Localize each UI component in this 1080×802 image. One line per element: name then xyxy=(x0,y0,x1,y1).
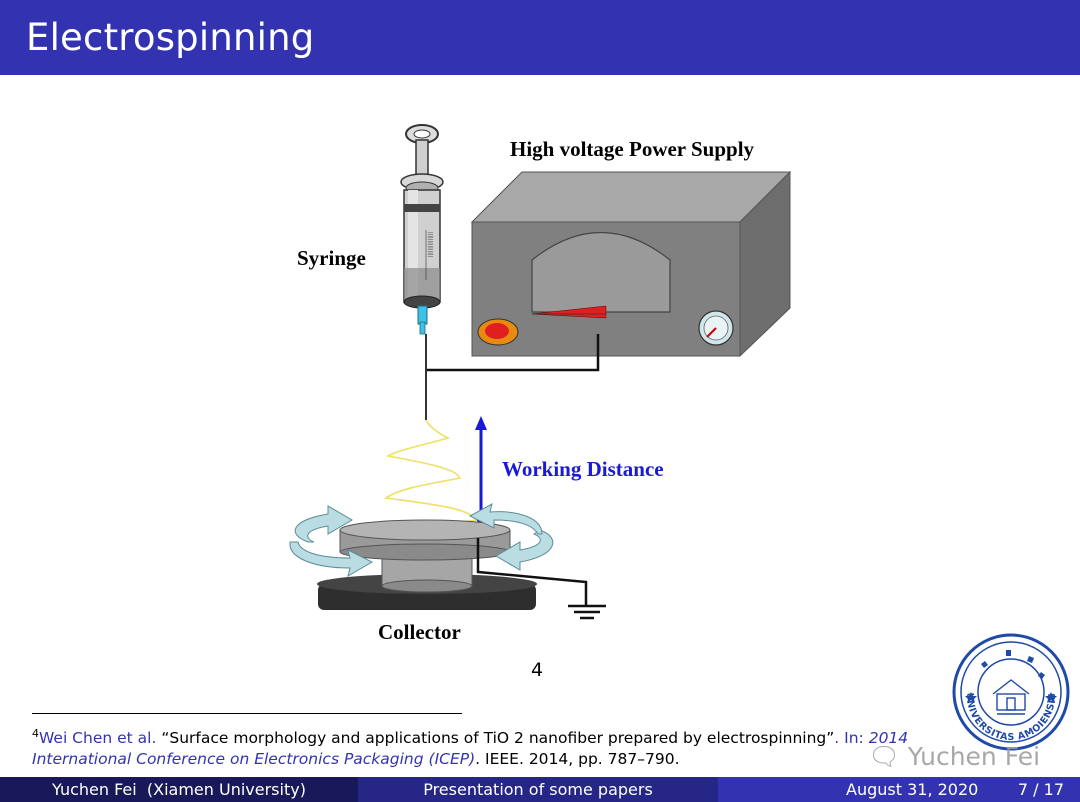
supply-wire xyxy=(426,334,600,372)
syringe-label: Syringe xyxy=(297,246,366,270)
electrospinning-diagram: High voltage Power Supply ||||||||||||||… xyxy=(270,110,810,660)
footer-author: Yuchen Fei xyxy=(52,780,137,799)
slide-title: Electrospinning xyxy=(26,16,315,59)
watermark: 🗨 Yuchen Fei xyxy=(868,742,1040,772)
footnote-title: “Surface morphology and applications of … xyxy=(161,729,835,747)
footer-bar: Yuchen Fei (Xiamen University) Presentat… xyxy=(0,777,1080,802)
footnote-in-label: . In: xyxy=(834,729,864,747)
footnote-rule xyxy=(32,713,462,714)
university-seal-logo: UNIVERSITAS AMOIENSIS xyxy=(952,633,1070,751)
footer-page-number: 7 / 17 xyxy=(1017,780,1064,799)
collector-label: Collector xyxy=(378,620,461,644)
collector-illustration xyxy=(289,503,554,610)
fiber-jet xyxy=(383,419,478,541)
title-bar: Electrospinning xyxy=(0,0,1080,75)
svg-text:|||||||||||||||: ||||||||||||||| xyxy=(427,232,433,258)
footnote: 4Wei Chen et al. “Surface morphology and… xyxy=(32,728,992,770)
chat-bubble-icon: 🗨 xyxy=(868,742,900,771)
ground-symbol xyxy=(568,604,606,620)
footer-author-section: Yuchen Fei (Xiamen University) xyxy=(0,777,358,802)
footnote-rest: . IEEE. 2014, pp. 787–790. xyxy=(475,750,680,768)
watermark-text: Yuchen Fei xyxy=(907,742,1041,771)
syringe-illustration: ||||||||||||||| xyxy=(400,124,444,335)
footer-date-section: August 31, 2020 7 / 17 xyxy=(718,777,1080,802)
footer-presentation-title: Presentation of some papers xyxy=(423,780,653,799)
footer-affiliation: (Xiamen University) xyxy=(146,780,306,799)
working-distance-label: Working Distance xyxy=(502,457,664,481)
ground-wire xyxy=(476,538,588,606)
footer-presentation-section: Presentation of some papers xyxy=(358,777,718,802)
figure-reference-mark: 4 xyxy=(531,659,544,681)
footnote-authors[interactable]: Wei Chen et al. xyxy=(39,729,157,747)
power-supply-box xyxy=(470,170,792,358)
power-supply-label: High voltage Power Supply xyxy=(510,137,755,161)
footnote-mark: 4 xyxy=(32,726,39,740)
footer-date: August 31, 2020 xyxy=(846,780,979,799)
footnote-venue[interactable]: 2014 International Conference on Electro… xyxy=(32,729,909,768)
diagram-svg: High voltage Power Supply ||||||||||||||… xyxy=(289,124,792,644)
